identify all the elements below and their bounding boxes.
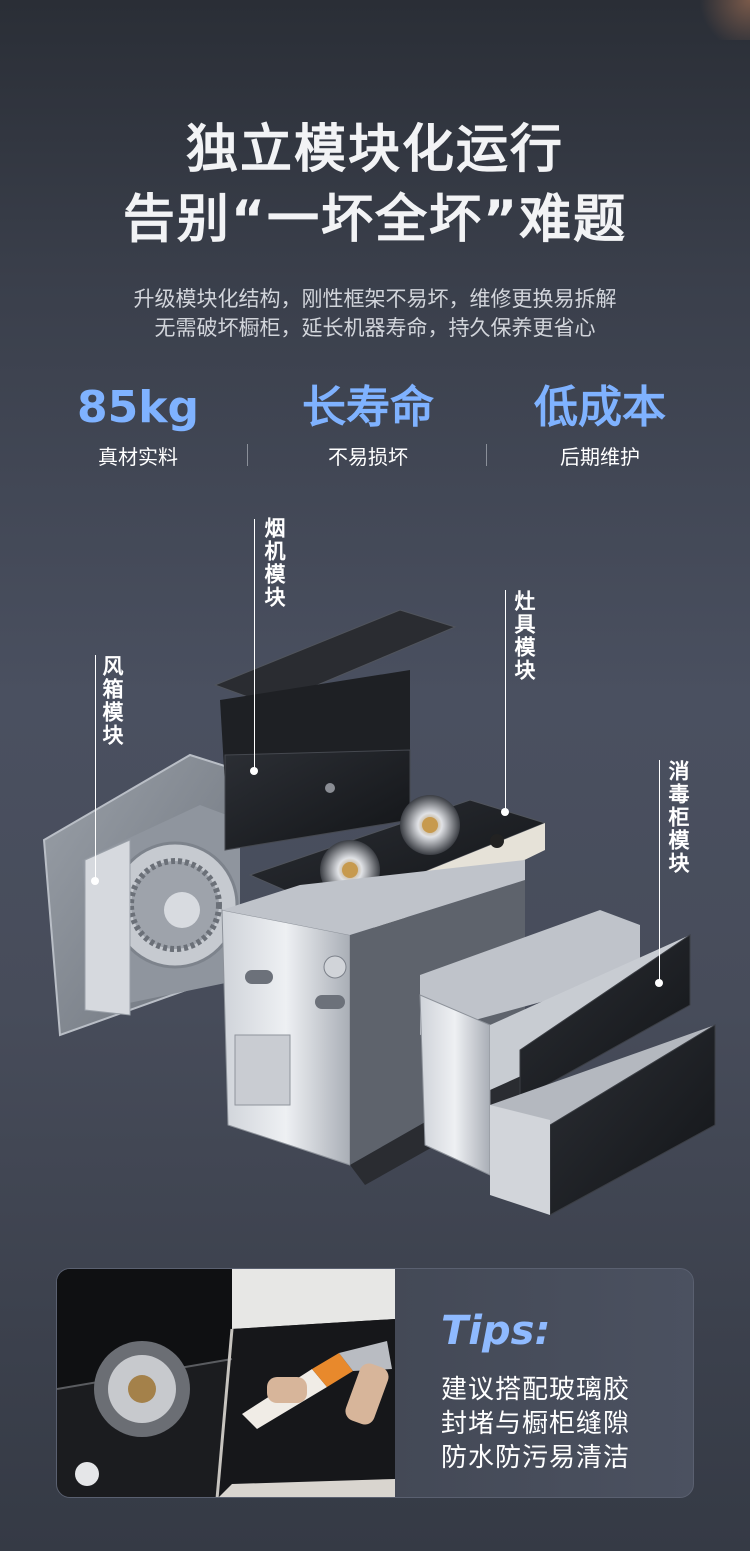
tips-line-2: 封堵与橱柜缝隙 — [441, 1409, 631, 1439]
leader-hood — [254, 519, 255, 769]
stat-cost-label: 后期维护 — [560, 445, 640, 469]
headline-line-2: 告别“一坏全坏”难题 — [122, 190, 628, 250]
stat-divider — [247, 444, 248, 466]
sterilizer-module-render — [419, 910, 716, 1216]
stat-divider — [486, 444, 487, 466]
stat-lifespan: 长寿命 不易损坏 — [258, 380, 478, 472]
sealant-photo — [57, 1269, 395, 1497]
fan-module-render — [42, 753, 240, 1037]
stat-weight-value: 85kg — [77, 382, 199, 433]
hood-module-render — [213, 609, 457, 851]
corner-accent — [690, 0, 750, 40]
stat-lifespan-value: 长寿命 — [302, 382, 434, 433]
stat-lifespan-label: 不易损坏 — [328, 445, 408, 469]
label-stove-module: 灶具模块 — [512, 590, 536, 682]
tips-card: Tips: 建议搭配玻璃胶 封堵与橱柜缝隙 防水防污易清洁 — [56, 1268, 694, 1498]
stats-row: 85kg 真材实料 长寿命 不易损坏 低成本 后期维护 — [0, 380, 750, 480]
label-sterilizer-module: 消毒柜模块 — [666, 760, 690, 875]
leader-sterilizer — [659, 760, 660, 982]
leader-fan — [95, 655, 96, 880]
leader-dot-stove — [501, 808, 509, 816]
sealant-illustration — [57, 1269, 395, 1497]
subtitle-line-2: 无需破坏橱柜，延长机器寿命，持久保养更省心 — [154, 316, 596, 340]
headline-line-1: 独立模块化运行 — [185, 120, 564, 180]
product-render — [42, 609, 716, 1216]
tips-line-1: 建议搭配玻璃胶 — [441, 1375, 631, 1405]
leader-dot-sterilizer — [655, 979, 663, 987]
leader-dot-hood — [250, 767, 258, 775]
tips-line-3: 防水防污易清洁 — [441, 1443, 631, 1473]
stat-weight-label: 真材实料 — [98, 445, 178, 469]
stat-cost-value: 低成本 — [534, 382, 666, 433]
leader-stove — [505, 590, 506, 812]
stat-weight: 85kg 真材实料 — [28, 380, 248, 472]
label-fan-module: 风箱模块 — [100, 655, 124, 747]
leader-dot-fan — [91, 877, 99, 885]
tips-title: Tips: — [441, 1308, 551, 1354]
label-hood-module: 烟机模块 — [262, 517, 286, 609]
stat-cost: 低成本 后期维护 — [490, 380, 710, 472]
exploded-module-illustration: 烟机模块 风箱模块 灶具模块 消毒柜模块 — [0, 505, 750, 1245]
subtitle-line-1: 升级模块化结构，刚性框架不易坏，维修更换易拆解 — [133, 287, 617, 311]
